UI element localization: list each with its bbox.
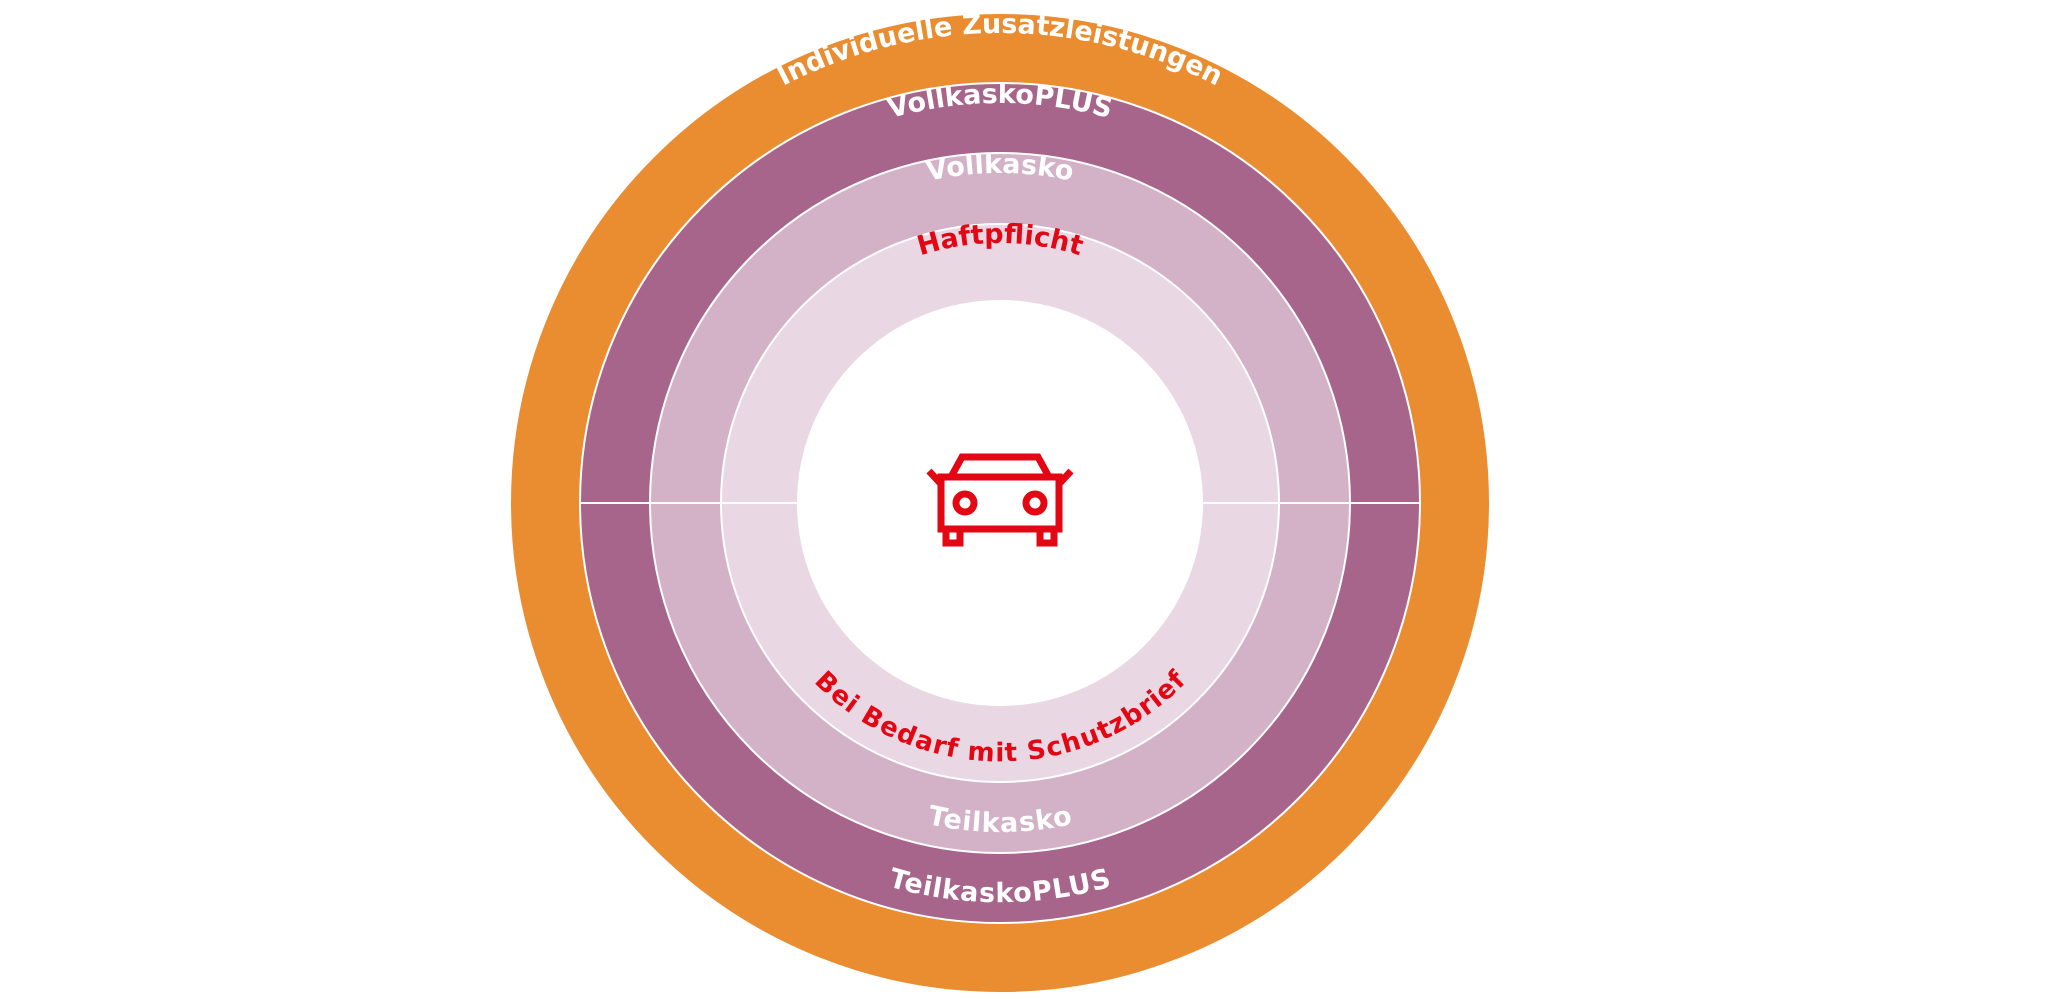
car-icon [926, 453, 1074, 547]
center-circle [797, 300, 1203, 706]
